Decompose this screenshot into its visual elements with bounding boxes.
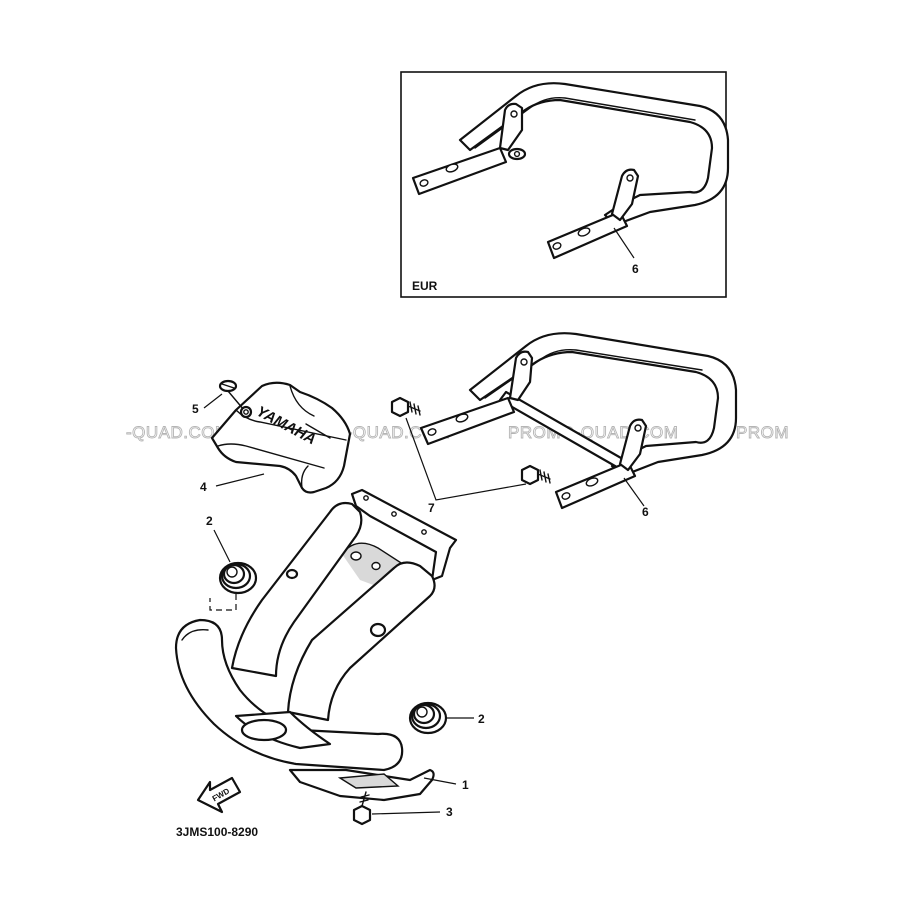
grommet-2-right — [408, 701, 448, 735]
bolt-3 — [352, 791, 372, 826]
callout-4-leader — [215, 473, 265, 487]
callout-6-inset: 6 — [632, 262, 639, 276]
callout-1-leader — [423, 777, 457, 785]
eur-inset: EUR 6 — [400, 71, 730, 298]
front-bumper — [174, 488, 458, 802]
callout-5: 5 — [192, 402, 199, 416]
inset-region-label: EUR — [412, 279, 438, 293]
inset-rear-bar — [411, 82, 730, 260]
watermark-4: PROM — [736, 423, 789, 442]
screw-5 — [218, 379, 253, 419]
grommet-dash-line — [209, 594, 237, 611]
bolt-7-lower — [520, 464, 551, 486]
watermark-3: PROMO-QUAD.COM — [508, 423, 678, 442]
callout-7-leader — [405, 417, 527, 501]
callout-3-leader — [371, 811, 441, 815]
callout-6-main: 6 — [642, 505, 649, 519]
callout-2b: 2 — [478, 712, 485, 726]
grommet-2-left — [218, 561, 258, 595]
bolt-7-upper — [390, 396, 421, 418]
forward-arrow-icon: FWD — [196, 776, 242, 814]
diagram-code: 3JMS100-8290 — [176, 825, 258, 839]
callout-3: 3 — [446, 805, 453, 819]
bumper-cover: YAMAHA — [210, 381, 352, 494]
rear-grab-bar — [419, 332, 738, 510]
callout-2a-leader — [213, 529, 231, 563]
callout-7: 7 — [428, 501, 435, 515]
callout-2a: 2 — [206, 514, 213, 528]
callout-5-leader — [203, 393, 223, 409]
watermark-1: -QUAD.COM — [126, 423, 230, 442]
callout-1: 1 — [462, 778, 469, 792]
callout-4: 4 — [200, 480, 207, 494]
